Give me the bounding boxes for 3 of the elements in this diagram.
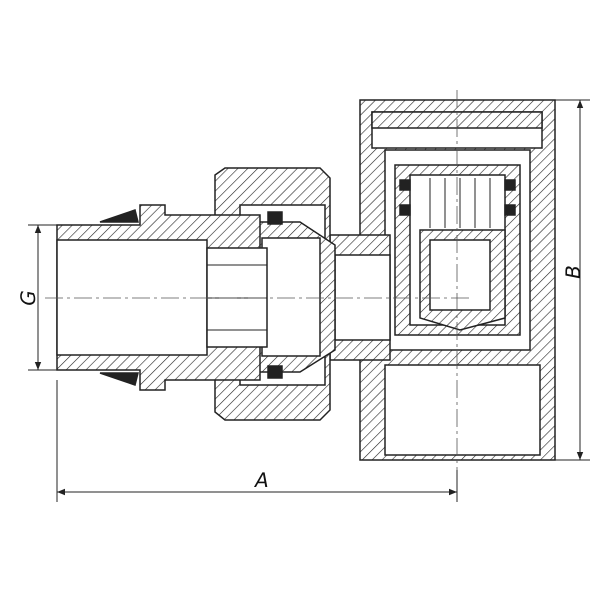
dimension-label: B	[562, 265, 583, 279]
dimension-label: G	[18, 290, 38, 306]
dimension-label: A	[255, 470, 269, 490]
